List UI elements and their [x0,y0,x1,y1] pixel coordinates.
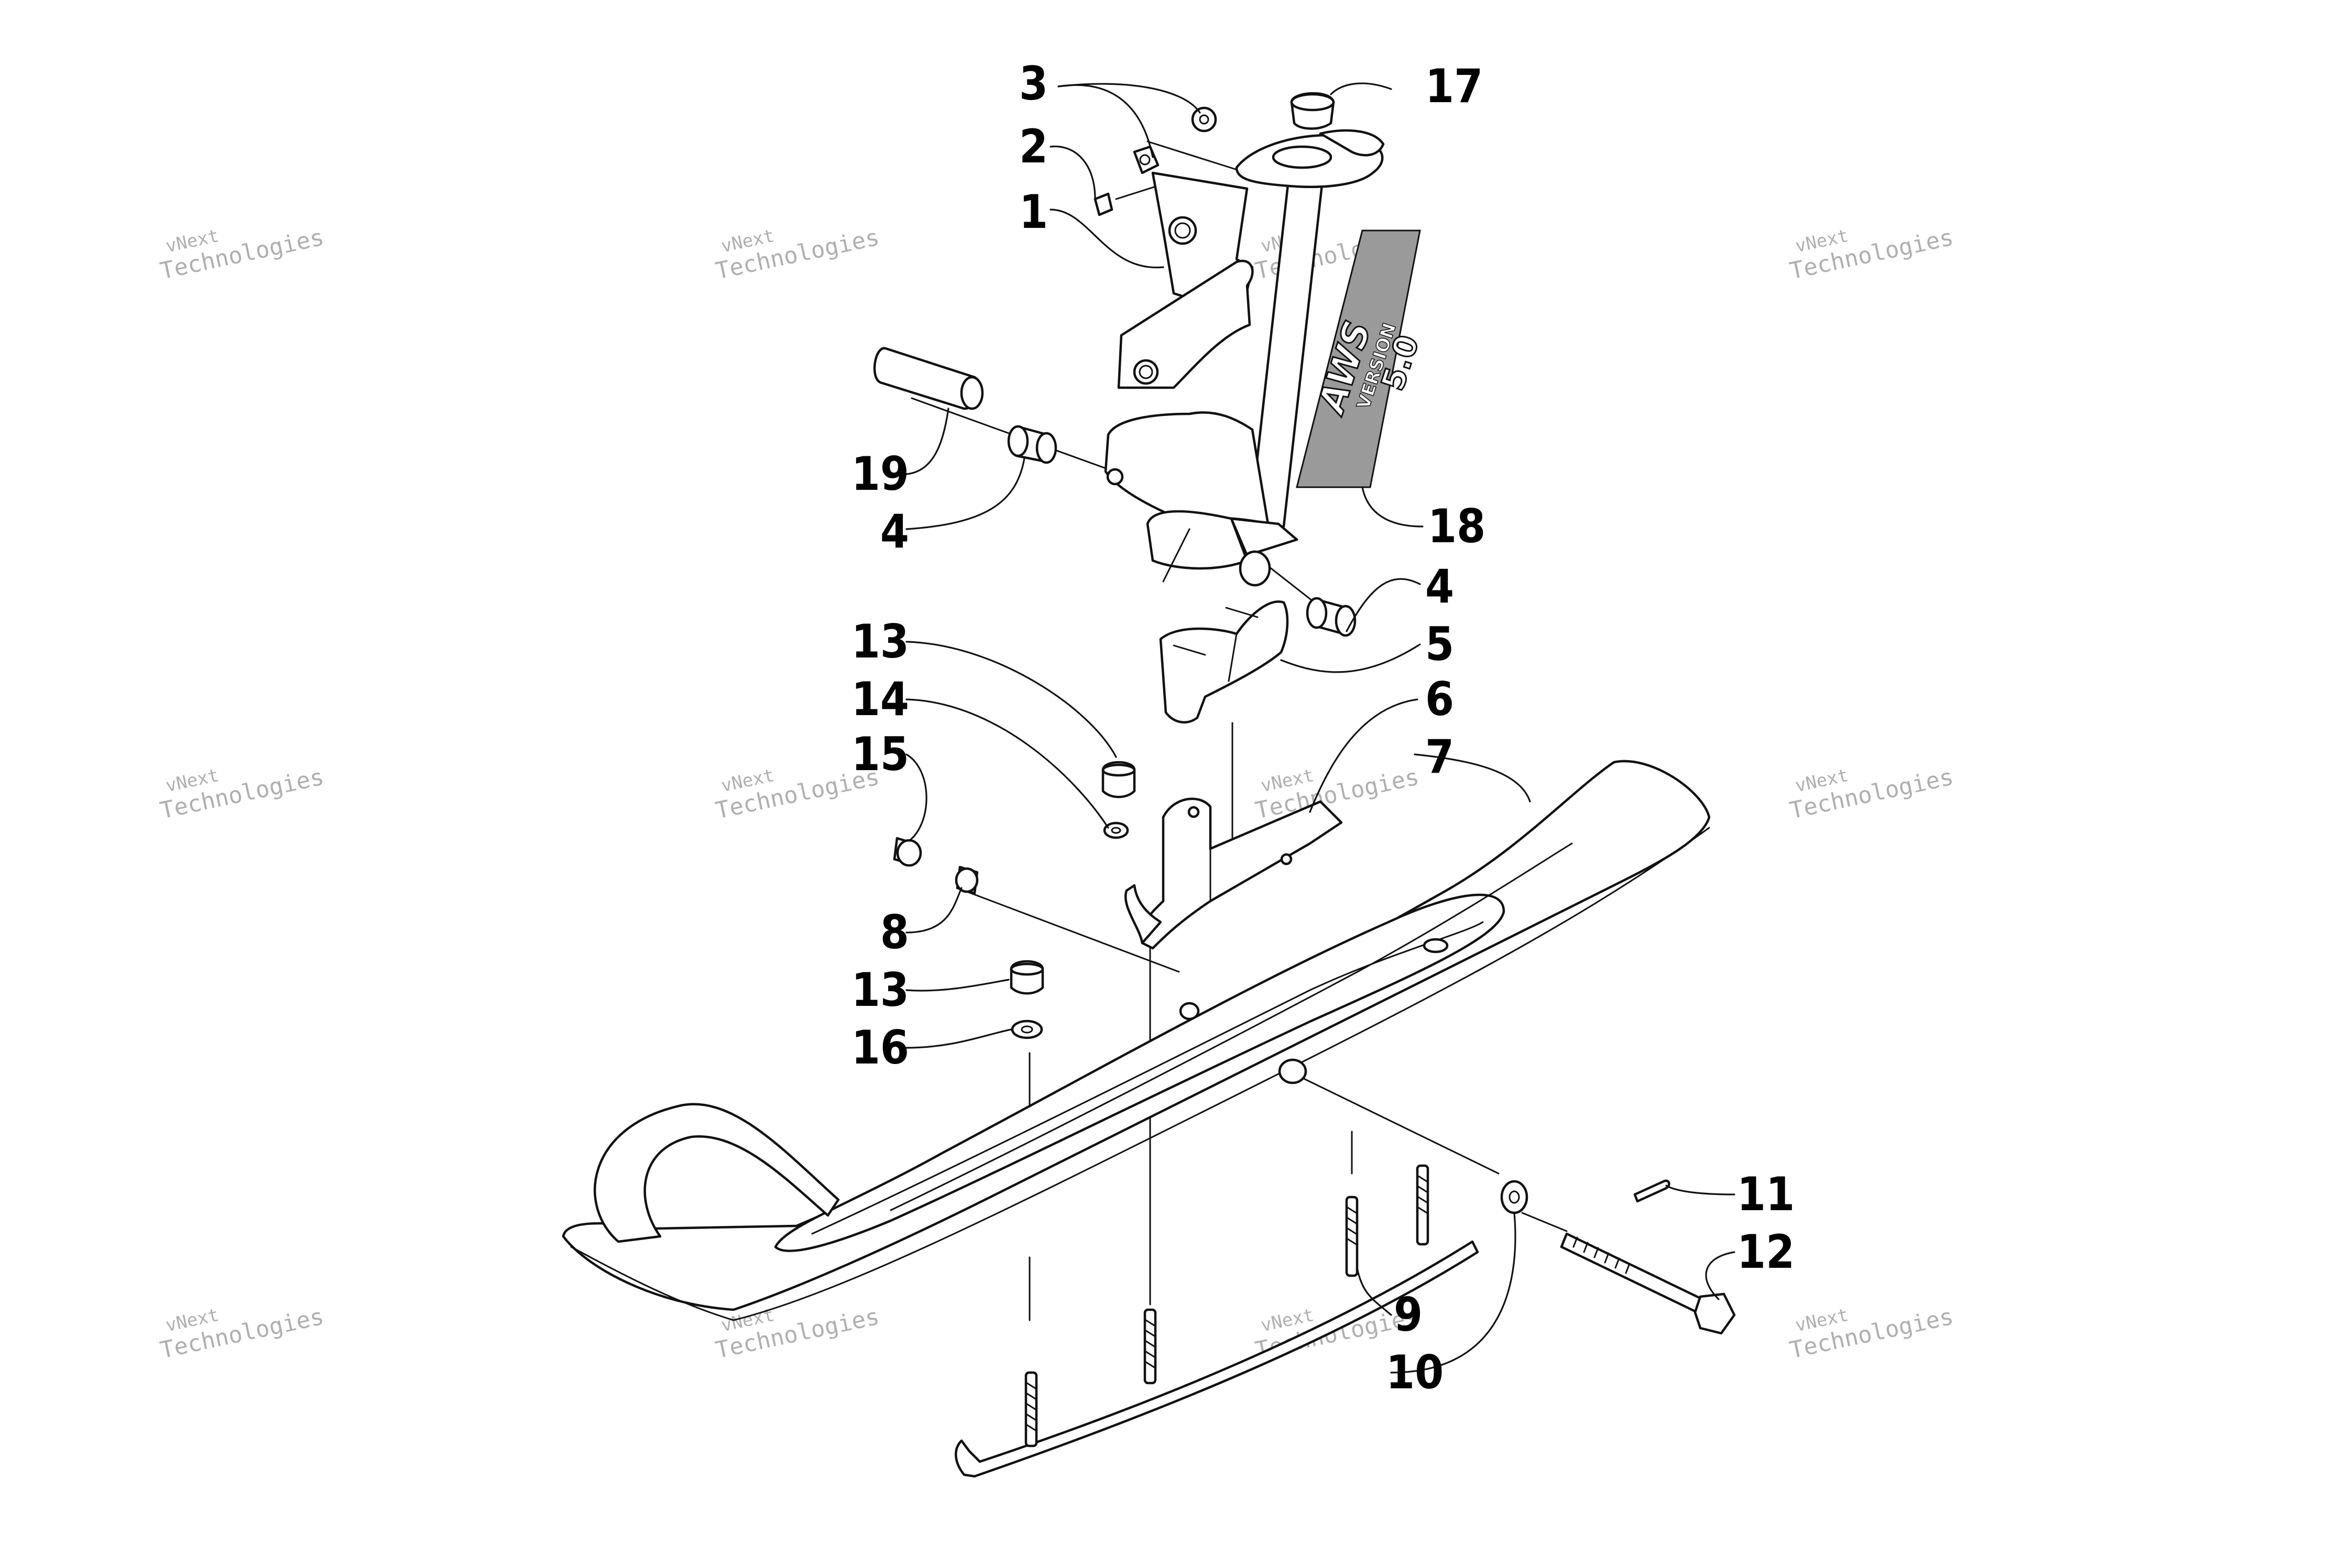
saddle-bracket [1124,797,1343,950]
callout-5: 5 [1425,617,1454,671]
callout-13-upper: 13 [851,615,909,668]
callout-2: 2 [1019,119,1048,173]
callout-12: 12 [1737,1225,1795,1279]
watermark-layer: vNext Technologies vNext Technologies vN… [158,224,1956,1364]
wear-bar [955,1164,1479,1478]
callout-7: 7 [1425,730,1454,784]
callout-19: 19 [851,447,909,501]
watermark: vNext Technologies [1787,764,1956,825]
spindle [1104,129,1385,587]
watermark: vNext Technologies [713,224,882,285]
callout-3: 3 [1019,57,1048,111]
callout-1: 1 [1019,185,1048,239]
watermark: vNext Technologies [1253,764,1422,825]
callout-15: 15 [851,727,909,781]
callout-8: 8 [880,905,909,959]
callout-18: 18 [1428,499,1485,553]
hardware [873,92,1736,1335]
ski [562,760,1711,1321]
watermark: vNext Technologies [1787,1303,1956,1364]
callout-17: 17 [1425,59,1483,113]
callout-4-left: 4 [880,505,909,558]
watermark: vNext Technologies [1787,224,1956,285]
callout-11: 11 [1737,1167,1795,1221]
watermark: vNext Technologies [158,764,326,825]
callout-9: 9 [1394,1288,1423,1342]
callout-16: 16 [851,1021,909,1074]
callout-6: 6 [1425,672,1454,726]
callout-4-right: 4 [1425,560,1454,613]
callout-13-lower: 13 [851,963,909,1017]
callout-10: 10 [1386,1345,1444,1399]
watermark: vNext Technologies [158,224,326,285]
callout-14: 14 [851,672,909,726]
callout-labels: 3 2 1 17 19 4 18 4 5 13 6 14 7 15 8 13 1… [851,57,1795,1399]
leader-lines [905,82,1735,1374]
watermark: vNext Technologies [158,1303,326,1364]
